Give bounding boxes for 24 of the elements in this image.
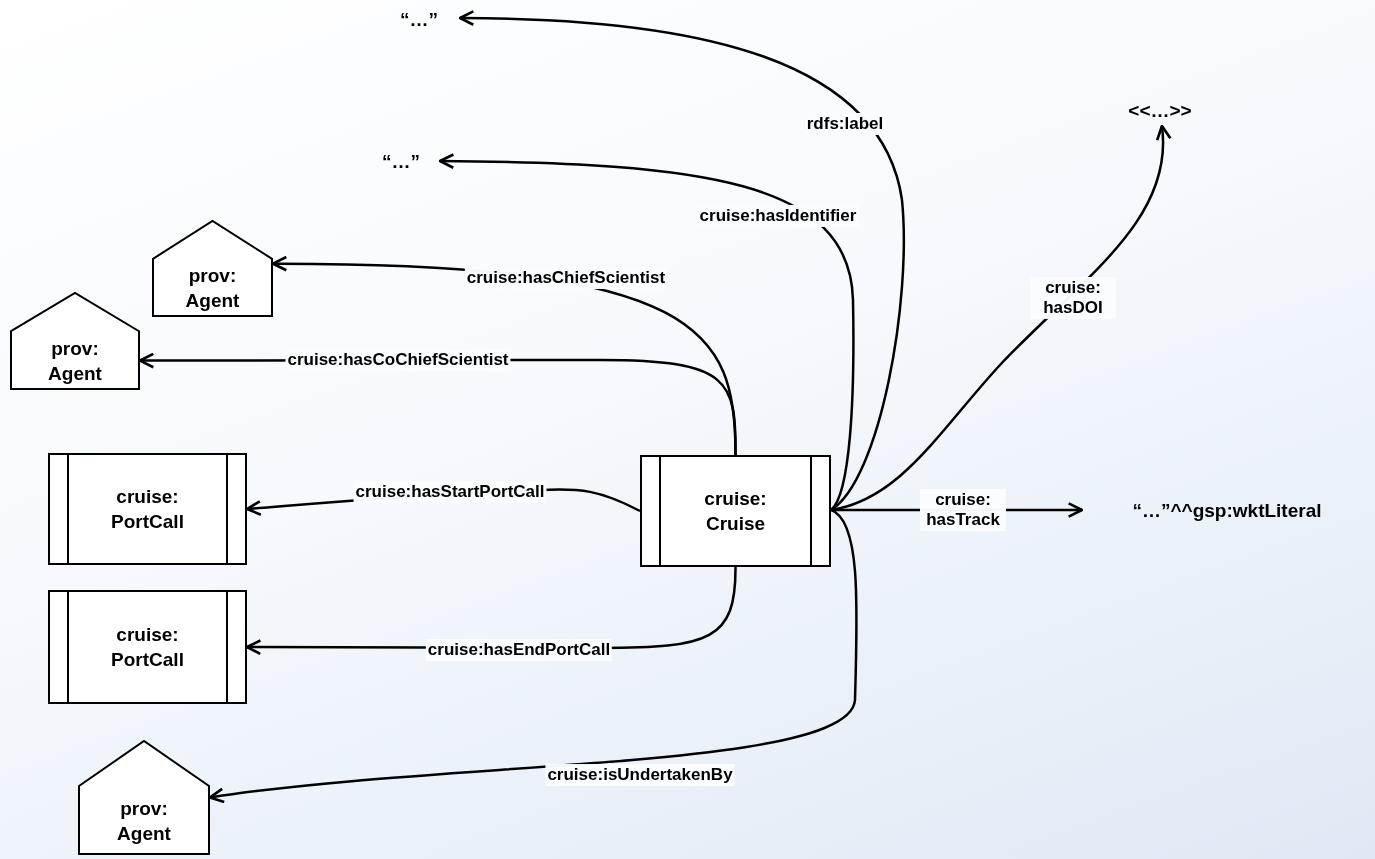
node-label: cruise: PortCall [110,623,185,672]
edge-label: cruise:hasEndPortCall [425,639,613,661]
agent-pentagon [152,220,273,317]
node-label: cruise: PortCall [110,485,185,534]
agent-pentagon [10,292,140,390]
literal-text: <<…>> [1128,98,1192,123]
edge-label: cruise: hasDOI [1030,277,1116,319]
literal-text: “…” [400,7,438,32]
class-box [48,453,247,565]
arrow [458,10,905,511]
literal-text: “…” [382,149,420,174]
edge-label: cruise:isUndertakenBy [545,764,735,786]
edge-label: cruise:hasStartPortCall [353,481,547,503]
node-label: prov: Agent [47,336,103,386]
class-box [640,455,831,567]
node-label: prov: Agent [184,263,241,313]
node-label: cruise: Cruise [703,487,768,536]
literal-text: “…”^^gsp:wktLiteral [1132,498,1322,523]
class-box [48,590,247,704]
agent-pentagon [78,740,210,855]
edge-label: cruise:hasChiefScientist [464,267,668,289]
edge-label: cruise: hasTrack [920,489,1006,531]
node-label: prov: Agent [116,796,172,846]
edge-label: cruise:hasIdentifier [697,205,859,227]
